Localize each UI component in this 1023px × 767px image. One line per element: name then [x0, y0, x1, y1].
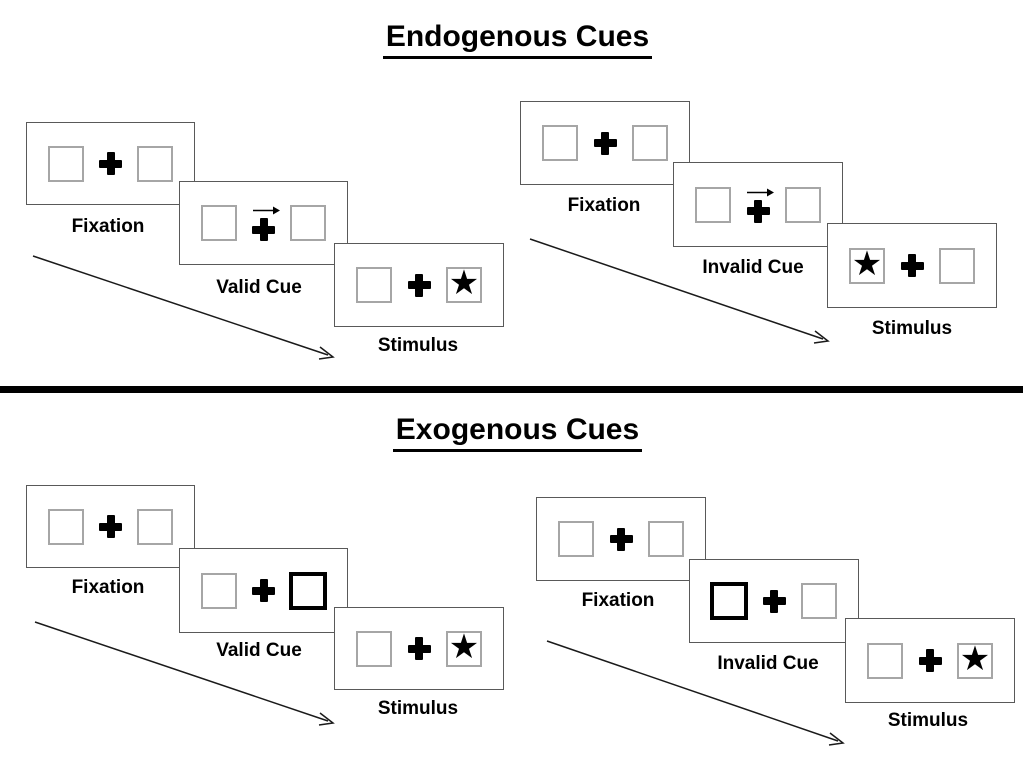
- panel-label: Invalid Cue: [717, 653, 819, 674]
- right-square-highlighted: [289, 571, 327, 610]
- right-square: [801, 583, 837, 619]
- panel-endogenous-valid-cue: [179, 181, 348, 265]
- panel-exogenous-valid-stimulus: ★: [334, 607, 504, 690]
- diagonal-arrow-icon: [546, 640, 845, 746]
- panel-endogenous-valid-stimulus: ★: [334, 243, 504, 327]
- section-title-endogenous: Endogenous Cues: [12, 20, 1023, 59]
- left-square: [48, 145, 84, 182]
- fixation-cross-icon: [762, 589, 786, 613]
- left-square: [356, 267, 392, 303]
- left-square: [201, 572, 237, 609]
- fixation-cross-icon: [252, 218, 275, 241]
- panel-label: Valid Cue: [216, 640, 302, 661]
- fixation-cross-icon: [252, 579, 275, 602]
- left-square: [558, 521, 594, 557]
- black-star-icon: ★: [959, 639, 991, 678]
- fixation-cross-icon: [900, 254, 924, 277]
- panel-label: Invalid Cue: [702, 257, 804, 278]
- panel-exogenous-valid-fixation: [26, 485, 195, 568]
- panel-endogenous-invalid-cue: [673, 162, 843, 247]
- left-square: [867, 642, 903, 679]
- right-square: [939, 247, 975, 284]
- diagonal-arrow-icon: [34, 621, 335, 726]
- panel-label: Fixation: [567, 195, 641, 216]
- right-square: [290, 205, 326, 241]
- panel-label: Fixation: [71, 577, 145, 598]
- panel-endogenous-valid-fixation: [26, 122, 195, 205]
- left-square: [201, 205, 237, 241]
- right-arrow-icon: [252, 206, 280, 215]
- section-title-endogenous-text: Endogenous Cues: [382, 20, 653, 59]
- panel-exogenous-invalid-fixation: [536, 497, 706, 581]
- black-star-icon: ★: [448, 264, 480, 302]
- section-title-exogenous-text: Exogenous Cues: [392, 413, 643, 452]
- right-square: ★: [446, 264, 482, 303]
- fixation-cross-icon: [99, 515, 122, 538]
- right-arrow-icon: [747, 188, 774, 196]
- section-divider: [0, 386, 1023, 393]
- panel-endogenous-invalid-stimulus: ★: [827, 223, 997, 308]
- fixation-cross-icon: [407, 637, 431, 660]
- right-square: ★: [446, 627, 482, 667]
- left-square: [48, 508, 84, 545]
- left-square: [542, 125, 578, 161]
- diagonal-arrow-icon: [529, 238, 830, 344]
- black-star-icon: ★: [448, 627, 480, 666]
- panel-exogenous-invalid-stimulus: ★: [845, 618, 1015, 703]
- fixation-cross-icon: [609, 527, 633, 551]
- fixation-cross-icon: [746, 199, 770, 223]
- right-square: [137, 508, 173, 545]
- left-square: [695, 186, 731, 223]
- right-square: ★: [957, 639, 993, 679]
- right-square: [648, 521, 684, 557]
- right-square: [785, 186, 821, 223]
- diagonal-arrow-icon: [32, 255, 335, 360]
- panel-label: Fixation: [581, 590, 655, 611]
- right-square: [632, 125, 668, 161]
- right-square: [137, 145, 173, 182]
- panel-label: Stimulus: [377, 698, 459, 719]
- left-square: ★: [849, 244, 885, 284]
- panel-label: Stimulus: [871, 318, 953, 339]
- fixation-cross-icon: [593, 131, 617, 155]
- panel-label: Valid Cue: [216, 277, 302, 298]
- panel-endogenous-invalid-fixation: [520, 101, 690, 185]
- fixation-cross-icon: [918, 649, 942, 672]
- section-title-exogenous: Exogenous Cues: [12, 413, 1023, 452]
- panel-exogenous-invalid-cue: [689, 559, 859, 643]
- fixation-cross-icon: [99, 152, 122, 175]
- black-star-icon: ★: [851, 244, 883, 283]
- panel-exogenous-valid-cue: [179, 548, 348, 633]
- left-square-highlighted: [710, 582, 748, 620]
- panel-label: Fixation: [71, 216, 145, 237]
- panel-label: Stimulus: [887, 710, 969, 731]
- left-square: [356, 630, 392, 667]
- panel-label: Stimulus: [377, 335, 459, 356]
- fixation-cross-icon: [407, 273, 431, 297]
